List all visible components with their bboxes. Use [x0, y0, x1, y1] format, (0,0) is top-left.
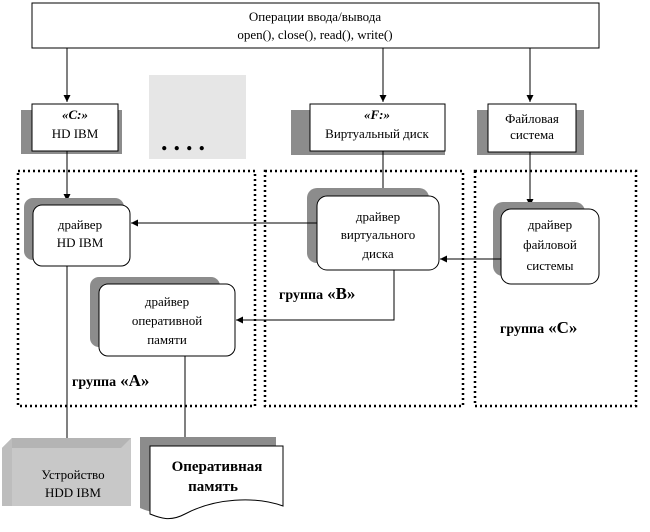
device-f-letter: «F:» [364, 107, 390, 122]
driver-filesystem: драйвер файловой системы [493, 202, 600, 285]
driver-hd-line1: драйвер [58, 217, 102, 232]
group-boundaries [16, 169, 638, 408]
driver-virtual-line3: диска [362, 246, 393, 261]
device-c-name: HD IBM [52, 126, 99, 141]
device-driver-arrows [63, 151, 534, 206]
arrow-virtual-to-ram [236, 270, 395, 324]
device-c-box: «C:» HD IBM [21, 103, 122, 154]
device-f-name: Виртуальный диск [325, 126, 429, 141]
device-c-letter: «C:» [62, 107, 88, 122]
io-operations-box: Операции ввода/вывода open(), close(), r… [31, 2, 600, 49]
group-c-label: группа«C» [500, 318, 577, 337]
filesystem-line2: система [510, 127, 554, 142]
driver-fs-line3: системы [527, 258, 574, 273]
driver-ram-line1: драйвер [145, 294, 189, 309]
io-arrows [63, 48, 534, 102]
driver-fs-line1: драйвер [528, 217, 572, 232]
driver-ram-line2: оперативной [132, 313, 202, 328]
driver-ram: драйвер оперативной памяти [90, 277, 236, 357]
driver-hd-line2: HD IBM [57, 235, 104, 250]
driver-virtual-line2: виртуального [341, 227, 416, 242]
more-devices-placeholder: .... [149, 75, 246, 159]
io-title: Операции ввода/вывода [249, 9, 381, 24]
driver-ram-line3: памяти [147, 332, 187, 347]
hdd-line1: Устройство [41, 467, 104, 482]
driver-fs-line2: файловой [523, 237, 577, 252]
driver-virtual-disk: драйвер виртуального диска [307, 188, 440, 271]
filesystem-box: Файловая система [477, 103, 584, 155]
ellipsis-dots: .... [161, 127, 211, 156]
memory-line2: память [188, 479, 238, 495]
filesystem-line1: Файловая [505, 111, 559, 126]
group-c-boundary [473, 169, 638, 408]
group-a-boundary [16, 169, 257, 408]
hdd-device: Устройство HDD IBM [2, 438, 131, 506]
group-b-label: группа«B» [279, 284, 355, 303]
hdd-line2: HDD IBM [45, 485, 101, 500]
driver-hd-ibm: драйвер HD IBM [24, 198, 131, 267]
group-a-label: группа«A» [72, 371, 149, 390]
driver-link-arrows [63, 219, 501, 445]
operative-memory: Оперативная память [140, 437, 284, 520]
group-b-boundary [263, 169, 465, 408]
device-f-box: «F:» Виртуальный диск [291, 103, 446, 155]
memory-line1: Оперативная [172, 459, 263, 475]
io-functions: open(), close(), read(), write() [237, 27, 392, 42]
driver-virtual-line1: драйвер [356, 209, 400, 224]
